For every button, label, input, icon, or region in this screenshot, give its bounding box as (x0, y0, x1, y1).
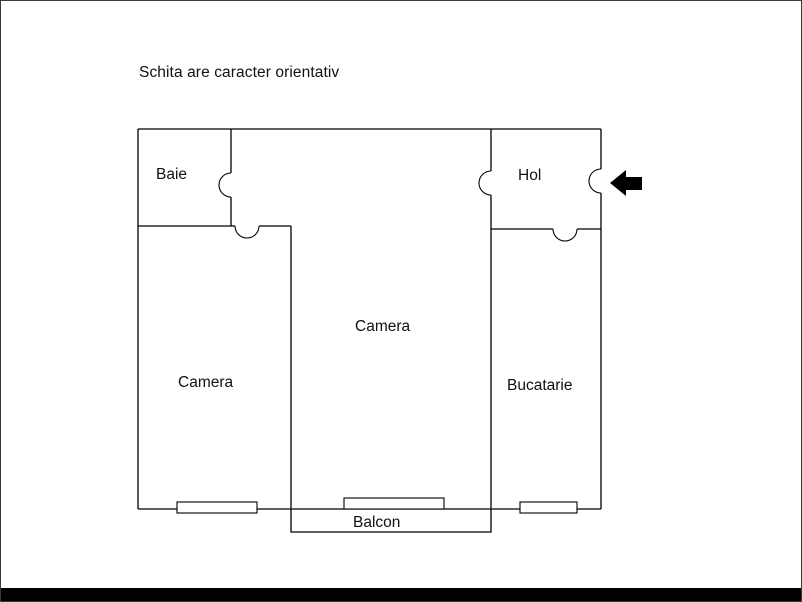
door-arc-hol (478, 170, 492, 196)
balcony-outline (290, 509, 492, 533)
door-arcs (218, 168, 602, 242)
door-arc-camera-left (234, 225, 260, 239)
door-arc-bucatarie (552, 228, 578, 242)
window-symbol-left (176, 501, 258, 514)
door-arc-baie (218, 172, 232, 198)
window-symbol-middle (343, 497, 445, 510)
bottom-bar (1, 588, 801, 601)
room-label-bucatarie: Bucatarie (507, 377, 572, 394)
interior-walls (138, 129, 601, 509)
door-arc-entrance (588, 168, 602, 194)
entrance-arrow-icon (610, 170, 642, 196)
room-label-hol: Hol (518, 167, 541, 184)
room-label-baie: Baie (156, 166, 187, 183)
room-label-balcon: Balcon (353, 514, 400, 531)
room-label-camera-middle: Camera (355, 318, 411, 335)
windows (176, 497, 578, 514)
plan-disclaimer-title: Schita are caracter orientativ (139, 64, 340, 81)
window-symbol-right (519, 501, 578, 514)
room-label-camera-left: Camera (178, 374, 234, 391)
